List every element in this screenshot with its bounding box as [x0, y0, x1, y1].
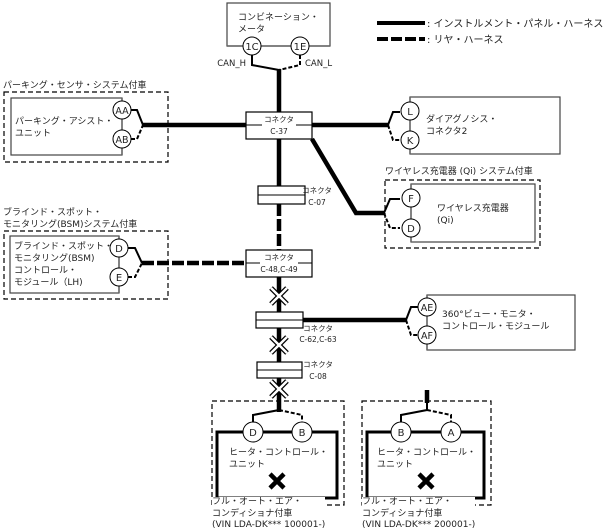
- pin-e-bsm-label: E: [116, 273, 122, 284]
- bsm-label-2: モニタリング(BSM): [14, 252, 95, 264]
- combination-meter-title-1: コンビネーション・: [238, 12, 319, 23]
- wireless-label-2: (Qi): [437, 216, 454, 226]
- pin-b-heater2: [390, 421, 412, 443]
- pin-d-wireless-label: D: [407, 224, 415, 235]
- pin-a-heater2: [440, 421, 462, 443]
- pin-d-heater1: [242, 421, 264, 443]
- no-termination-mark-2: [417, 472, 435, 490]
- heater1-label-2: ユニット: [229, 460, 265, 470]
- legend: : インストルメント・パネル・ハーネス : リヤ・ハーネス: [377, 18, 603, 46]
- connector-c48-code: C-48,C-49: [260, 265, 298, 274]
- view360-label-1: 360°ビュー・モニタ・: [442, 309, 536, 320]
- bsm-group-label-1: ブラインド・スポット・: [3, 206, 102, 218]
- heater-control-unit-1-group: D B ヒータ・コントロール・ ユニット フル・オート・エア・: [211, 400, 345, 506]
- combination-meter-title-2: メータ: [238, 24, 265, 35]
- no-termination-mark-1: [268, 472, 286, 490]
- heater1-condition-line-2: コンディショナ付車: [212, 508, 293, 519]
- connector-c37-code: C-37: [270, 127, 288, 136]
- combination-meter: コンビネーション・ メータ 1C 1E CAN_H CAN_L: [217, 2, 332, 69]
- pin-b-heater1-label: B: [299, 428, 306, 439]
- combination-meter-box: [226, 2, 331, 47]
- heater2-condition-line-1: フル・オート・エア・: [362, 497, 453, 507]
- pin-ab-label: AB: [115, 135, 128, 146]
- pin-b-heater2-label: B: [398, 428, 405, 439]
- legend-solid-label: : インストルメント・パネル・ハーネス: [427, 18, 603, 30]
- diagnosis-connector: ダイアグノシス・ コネクタ2 L K: [400, 96, 561, 155]
- heater2-condition: フル・オート・エア・ コンディショナ付車 (VIN LDA-DK*** 2000…: [362, 497, 476, 532]
- pin-ae: [417, 297, 437, 317]
- heater1-condition-line-3: (VIN LDA-DK*** 100001-): [212, 520, 326, 530]
- legend-dashed-label: : リヤ・ハーネス: [427, 34, 504, 46]
- diagnosis-label-1: ダイアグノシス・: [426, 113, 497, 125]
- connector-c08-code: C-08: [309, 372, 327, 381]
- wireless-charger-group: ワイヤレス充電器 (Qi) システム付車 ワイヤレス充電器 (Qi) F D: [384, 165, 541, 249]
- connector-c07-code: C-07: [308, 198, 326, 207]
- cut-mark-3: [269, 379, 289, 399]
- pin-l: [400, 101, 420, 121]
- view360-module: 360°ビュー・モニタ・ コントロール・モジュール AE AF: [417, 294, 576, 351]
- wireless-group-label: ワイヤレス充電器 (Qi) システム付車: [385, 165, 533, 177]
- parking-sensor-group: パーキング・センサ・システム付車 パーキング・アシスト・ ユニット AA AB: [3, 79, 169, 163]
- cut-mark-2: [269, 335, 289, 355]
- pin-b-heater1: [291, 421, 313, 443]
- connector-c62-c63: コネクタ C-62,C-63: [255, 311, 337, 344]
- view360-module-box: [426, 294, 576, 351]
- wireless-label-1: ワイヤレス充電器: [437, 202, 509, 214]
- bsm-group: ブラインド・スポット・ モニタリング(BSM)システム付車 ブラインド・スポット…: [3, 206, 169, 300]
- pin-d-wireless: [401, 218, 421, 238]
- connector-c07-title: コネクタ: [302, 186, 332, 195]
- heater2-label-2: ユニット: [377, 460, 413, 470]
- pin-1c-label: 1C: [245, 42, 258, 53]
- pin-k: [400, 130, 420, 150]
- bsm-label-1: ブラインド・スポット・: [14, 240, 113, 252]
- heater2-condition-line-2: コンディショナ付車: [362, 508, 443, 519]
- connector-c37-title: コネクタ: [264, 115, 294, 124]
- diagnosis-connector-box: [409, 96, 561, 155]
- pin-ae-label: AE: [421, 303, 434, 314]
- heater-control-unit-2-group: B A ヒータ・コントロール・ ユニット: [361, 390, 492, 506]
- connector-c08: コネクタ C-08: [256, 360, 333, 381]
- connector-c62-title: コネクタ: [303, 324, 333, 333]
- cut-mark-1: [269, 286, 289, 306]
- connector-c48-c49: コネクタ C-48,C-49: [245, 249, 313, 278]
- heater-control-unit-2-box: [365, 430, 486, 500]
- pin-k-label: K: [407, 136, 414, 147]
- pin-aa-label: AA: [115, 106, 129, 117]
- pin-d-heater1-label: D: [249, 428, 257, 439]
- diagnosis-label-2: コネクタ2: [426, 126, 467, 137]
- connector-c48-title: コネクタ: [264, 253, 294, 262]
- parking-assist-unit-box: [10, 97, 123, 156]
- heater2-label-1: ヒータ・コントロール・: [377, 447, 476, 458]
- parking-unit-label-2: ユニット: [15, 129, 51, 139]
- parking-group-label: パーキング・センサ・システム付車: [3, 79, 146, 91]
- can-l-label: CAN_L: [305, 59, 332, 69]
- heater1-condition-line-1: フル・オート・エア・: [212, 497, 303, 507]
- connector-c37: コネクタ C-37: [245, 111, 313, 140]
- bsm-label-3: コントロール・: [14, 266, 77, 276]
- pin-f: [401, 188, 421, 208]
- heater1-label-1: ヒータ・コントロール・: [229, 447, 328, 458]
- connector-c08-title: コネクタ: [303, 360, 333, 369]
- pin-f-label: F: [408, 194, 414, 205]
- can-h-label: CAN_H: [217, 59, 246, 69]
- pin-af-label: AF: [421, 331, 433, 342]
- parking-unit-label-1: パーキング・アシスト・: [15, 115, 113, 127]
- wireless-charger-box: [410, 183, 536, 243]
- connector-c62-code: C-62,C-63: [299, 335, 337, 344]
- heater-control-unit-1-box: [215, 430, 339, 500]
- bsm-group-label-2: モニタリング(BSM)システム付車: [3, 218, 137, 230]
- pin-1e-label: 1E: [294, 42, 307, 53]
- view360-label-2: コントロール・モジュール: [442, 322, 549, 332]
- pin-l-label: L: [407, 107, 413, 118]
- heater2-condition-line-3: (VIN LDA-DK*** 200001-): [362, 520, 476, 530]
- pin-af: [417, 325, 437, 345]
- heater1-condition: フル・オート・エア・ コンディショナ付車 (VIN LDA-DK*** 1000…: [212, 497, 326, 532]
- pin-a-heater2-label: A: [448, 428, 455, 439]
- connector-c07: コネクタ C-07: [257, 185, 332, 207]
- bsm-label-4: モジュール（LH): [14, 277, 83, 288]
- pin-d-bsm-label: D: [115, 244, 123, 255]
